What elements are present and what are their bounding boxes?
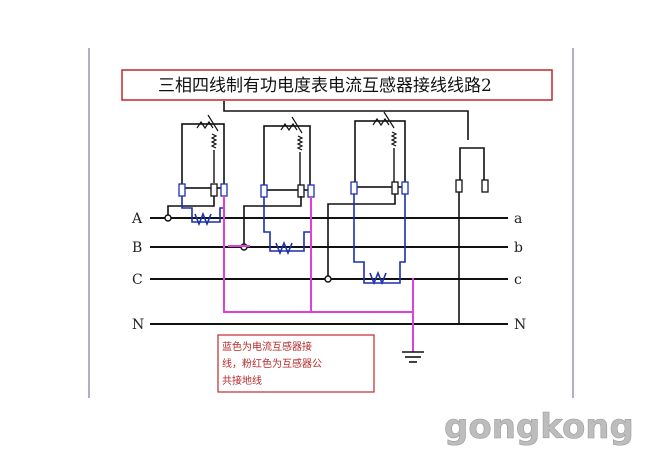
label-right-c: c bbox=[514, 272, 522, 288]
label-left-b: B bbox=[132, 240, 142, 256]
title-box bbox=[121, 69, 553, 101]
current-transformer-c bbox=[353, 194, 406, 286]
ground-symbol bbox=[402, 351, 424, 363]
current-transformer-b bbox=[263, 197, 312, 256]
neutral-element bbox=[455, 147, 489, 324]
meter-element-c bbox=[350, 111, 409, 195]
label-left-c: C bbox=[132, 272, 143, 288]
current-transformer-a bbox=[181, 196, 225, 227]
note-line-3: 共接地线 bbox=[222, 374, 262, 387]
label-right-n: N bbox=[514, 317, 526, 333]
meter-element-b bbox=[260, 116, 315, 198]
junction-dots bbox=[164, 214, 332, 283]
label-right-a: a bbox=[514, 211, 522, 227]
note-box bbox=[217, 334, 375, 393]
watermark-logo: gongkong bbox=[444, 407, 634, 447]
voltage-taps bbox=[167, 194, 396, 279]
meter-element-a bbox=[178, 114, 228, 197]
label-right-b: b bbox=[514, 240, 523, 256]
label-left-a: A bbox=[131, 211, 143, 227]
top-bus-wire bbox=[223, 101, 469, 140]
common-ground-wire bbox=[223, 196, 414, 352]
note-line-1: 蓝色为电流互感器接 bbox=[222, 340, 312, 353]
note-line-2: 线，粉红色为互感器公 bbox=[222, 357, 322, 370]
diagram-title: 三相四线制有功电度表电流互感器接线线路2 bbox=[158, 76, 492, 96]
label-left-n: N bbox=[132, 317, 144, 333]
